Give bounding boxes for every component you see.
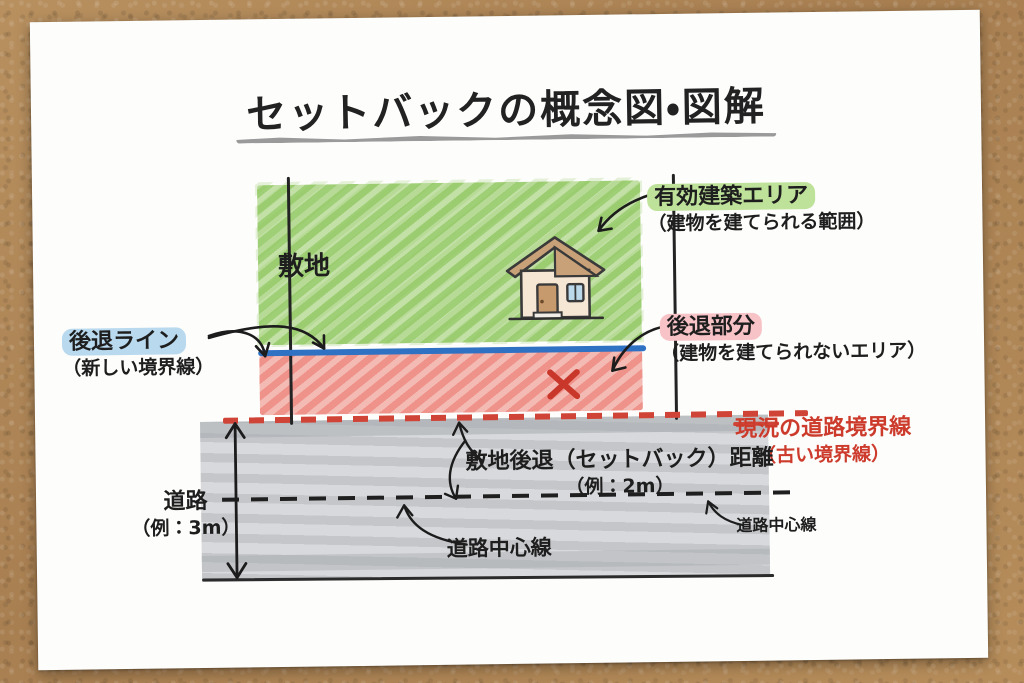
site-area-label: 敷地 xyxy=(277,251,331,283)
setback-diagram: 敷地 有効建築エリア （建物を建てられる範囲） 後退部分 （建物を建てられないエ… xyxy=(30,10,988,670)
buildable-area-title: 有効建築エリア xyxy=(646,181,816,212)
old-boundary-title: 現況の道路境界線 xyxy=(735,414,912,443)
buildable-area-subtitle: （建物を建てられる範囲） xyxy=(647,210,876,236)
setback-area-label: 後退部分 （建物を建てられないエリア） xyxy=(659,311,927,367)
road-subtitle: （例：3m） xyxy=(131,516,241,541)
road-title: 道路 xyxy=(163,488,208,515)
setback-distance-title: 敷地後退（セットバック）距離 xyxy=(465,445,774,475)
road-center-line-label-left: 道路中心線 xyxy=(446,535,552,561)
setback-distance-label: 敷地後退（セットバック）距離 （例：2m） xyxy=(465,445,774,501)
buildable-area-label: 有効建築エリア （建物を建てられる範囲） xyxy=(646,181,876,236)
setback-line-title: 後退ライン xyxy=(61,327,187,356)
paper-sheet: セットバックの概念図・図解 xyxy=(29,9,989,671)
no-build-x-icon xyxy=(542,363,585,406)
house-icon xyxy=(503,226,609,327)
setback-line-label: 後退ライン （新しい境界線） xyxy=(61,327,215,381)
setback-line-subtitle: （新しい境界線） xyxy=(62,356,215,381)
setback-distance-subtitle: （例：2m） xyxy=(565,475,675,499)
road-center-line-label-right: 道路中心線 xyxy=(736,514,817,536)
setback-area-fill xyxy=(259,350,643,416)
road-dimension-label: 道路 （例：3m） xyxy=(131,488,241,542)
setback-area-subtitle: （建物を建てられないエリア） xyxy=(660,339,927,366)
setback-area-title: 後退部分 xyxy=(659,312,763,342)
